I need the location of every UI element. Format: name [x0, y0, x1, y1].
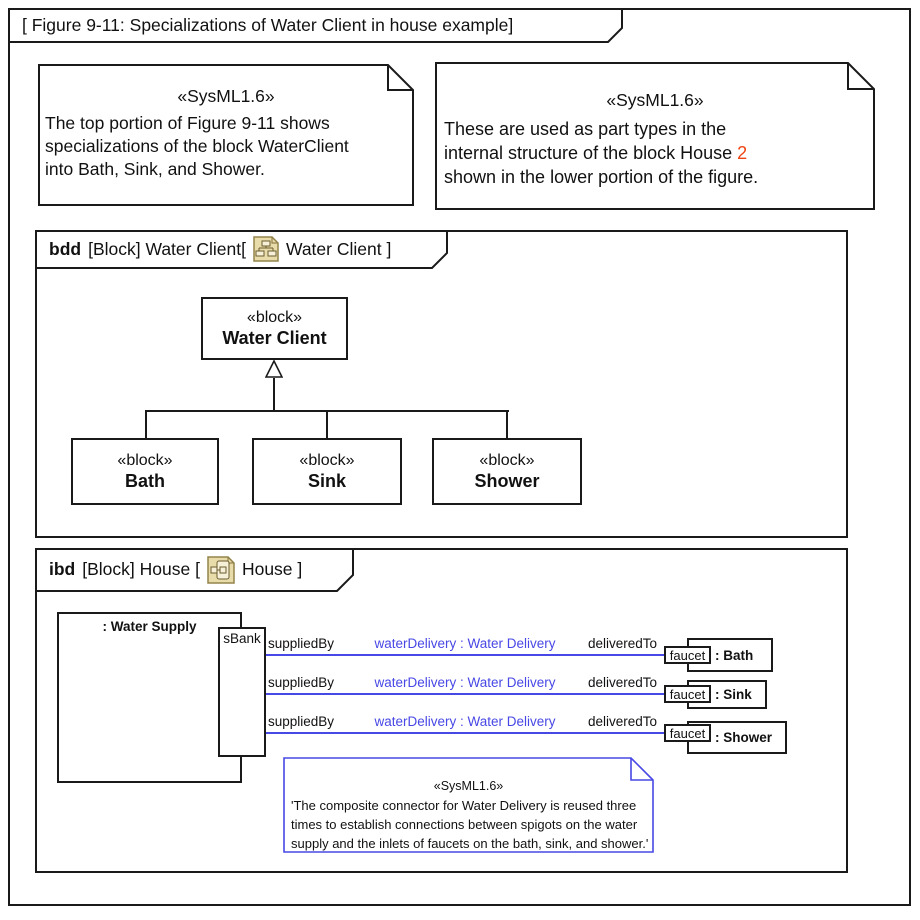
ibd-tab-shape [35, 548, 354, 592]
port-label: faucet [669, 687, 706, 702]
generalization-line[interactable] [145, 410, 509, 412]
connector-water-delivery[interactable] [265, 693, 665, 695]
block-stereotype: «block» [246, 309, 303, 326]
note-top-left[interactable]: «SysML1.6» The top portion of Figure 9-1… [38, 64, 414, 206]
block-name: Sink [307, 471, 346, 491]
connector-end-label: suppliedBy [268, 675, 335, 690]
connector-end-label: deliveredTo [588, 714, 658, 729]
block-stereotype: «block» [117, 452, 173, 469]
bdd-header-tab[interactable]: bdd [Block] Water Client[ Water Client ] [35, 230, 449, 269]
ibd-diagram-icon [207, 555, 235, 584]
note-text-line: 'The composite connector for Water Deliv… [291, 798, 637, 813]
bdd-header-diagram-name: Water Client ] [285, 238, 392, 259]
generalization-line[interactable] [326, 412, 328, 438]
part-label: : Water Supply [102, 619, 197, 634]
ibd-frame [35, 548, 848, 873]
connector-water-delivery[interactable] [265, 732, 665, 734]
connector-name-label[interactable]: waterDelivery : Water Delivery [374, 714, 556, 729]
ibd-header-diagram-name: House ] [241, 559, 303, 579]
note-text-line: internal structure of the block House 2 [444, 143, 747, 164]
generalization-arrowhead[interactable] [265, 360, 283, 378]
bdd-diagram-icon [253, 236, 279, 262]
note-water-delivery[interactable]: «SysML1.6» 'The composite connector for … [283, 757, 654, 853]
block-water-client[interactable]: «block» Water Client [201, 297, 348, 360]
ibd-keyword: ibd [49, 559, 76, 579]
note-text-line: supply and the inlets of faucets on the … [291, 836, 649, 851]
connector-end-label: suppliedBy [268, 714, 335, 729]
port-faucet[interactable]: faucet [664, 685, 711, 703]
part-label: : Sink [715, 687, 752, 702]
note-stereotype: «SysML1.6» [606, 90, 704, 110]
generalization-line[interactable] [145, 412, 147, 438]
note-highlight-number: 2 [737, 143, 748, 163]
note-stereotype: «SysML1.6» [433, 779, 504, 793]
generalization-line[interactable] [506, 412, 508, 438]
block-stereotype: «block» [299, 452, 355, 469]
note-text-line: The top portion of Figure 9-11 shows [45, 113, 330, 133]
bdd-header-text: [Block] Water Client[ [88, 238, 246, 259]
block-name: Shower [474, 471, 540, 491]
ibd-header-tab[interactable]: ibd [Block] House [ House ] [35, 548, 355, 592]
port-label: faucet [669, 648, 706, 663]
bdd-keyword: bdd [49, 238, 82, 259]
note-text-line: specializations of the block WaterClient [45, 136, 349, 156]
port-label: sBank [223, 631, 261, 646]
port-faucet[interactable]: faucet [664, 724, 711, 742]
block-shower[interactable]: «block» Shower [432, 438, 582, 505]
part-sink[interactable]: : Sink [687, 680, 767, 709]
connector-water-delivery[interactable] [265, 654, 665, 656]
connector-end-label: deliveredTo [588, 636, 658, 651]
connector-end-label: suppliedBy [268, 636, 335, 651]
generalization-line[interactable] [273, 378, 275, 411]
note-text-line: These are used as part types in the [444, 119, 727, 139]
note-top-right[interactable]: «SysML1.6» These are used as part types … [435, 62, 875, 210]
connector-end-label: deliveredTo [588, 675, 658, 690]
note-text-line: times to establish connections between s… [291, 817, 638, 832]
port-sbank[interactable]: sBank [218, 627, 266, 757]
note-text-line: into Bath, Sink, and Shower. [45, 159, 265, 179]
note-shape [283, 757, 654, 853]
figure-title-tab[interactable]: [ Figure 9-11: Specializations of Water … [8, 8, 624, 43]
title-tab-shape [8, 8, 623, 43]
note-shape [435, 62, 875, 210]
port-faucet[interactable]: faucet [664, 646, 711, 664]
connector-name-label[interactable]: waterDelivery : Water Delivery [374, 675, 556, 690]
part-label: : Shower [715, 730, 773, 745]
part-label: : Bath [715, 647, 754, 663]
note-stereotype: «SysML1.6» [177, 86, 275, 106]
block-stereotype: «block» [479, 452, 535, 469]
ibd-header-text: [Block] House [ [82, 559, 200, 579]
block-sink[interactable]: «block» Sink [252, 438, 402, 505]
part-water-supply[interactable]: : Water Supply [57, 612, 242, 783]
port-label: faucet [669, 726, 706, 741]
block-name: Bath [125, 471, 165, 491]
note-shape [38, 64, 414, 206]
figure-title: [ Figure 9-11: Specializations of Water … [22, 14, 514, 35]
bdd-tab-shape [35, 230, 448, 269]
block-name: Water Client [222, 328, 327, 348]
connector-name-label[interactable]: waterDelivery : Water Delivery [374, 636, 556, 651]
note-text-line: shown in the lower portion of the figure… [444, 167, 759, 187]
block-bath[interactable]: «block» Bath [71, 438, 219, 505]
note-text-segment: internal structure of the block House [444, 143, 738, 163]
